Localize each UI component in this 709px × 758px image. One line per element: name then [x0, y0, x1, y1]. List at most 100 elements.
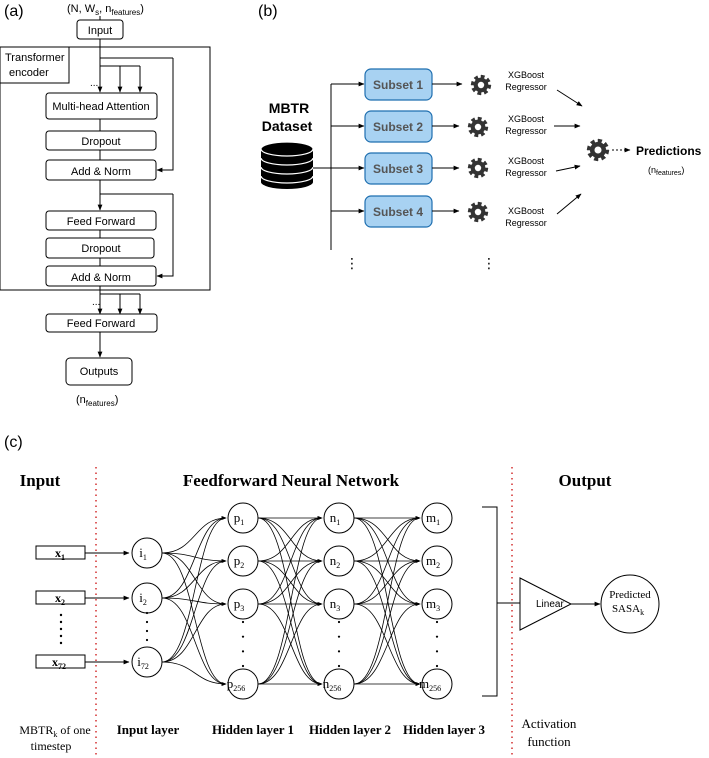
database-icon — [260, 141, 314, 189]
ffnn-edge — [161, 552, 227, 606]
ellipsis-dot — [337, 635, 341, 638]
ffnn-edge — [257, 516, 323, 685]
gear-icon — [586, 138, 610, 162]
neuron-label: m256 — [419, 676, 441, 693]
output-bracket — [482, 506, 498, 697]
dropout-1-label: Dropout — [81, 136, 120, 148]
residual-2 — [156, 194, 174, 279]
activation-caption-line2: function — [527, 734, 571, 749]
ellipsis-dot — [337, 650, 341, 653]
hidden-layer-1-caption: Hidden layer 1 — [212, 722, 294, 737]
ffnn-edge — [257, 516, 323, 605]
dropout-2-label: Dropout — [81, 243, 120, 255]
ffnn-edge — [161, 661, 227, 686]
panel-c: (c) Input Feedforward Neural Network Out… — [4, 434, 660, 758]
panel-a-label: (a) — [4, 3, 24, 20]
neuron-label: n3 — [330, 596, 341, 613]
outputs-label: Outputs — [80, 366, 119, 378]
ellipsis-dot — [145, 611, 149, 615]
addnorm-1-box — [45, 159, 157, 181]
ellipsis-dot — [145, 620, 149, 624]
header-ffnn: Feedforward Neural Network — [183, 471, 400, 490]
subset-4-label: Subset 4 — [373, 205, 423, 219]
ffnn-edge — [161, 597, 227, 686]
predicted-line2: SASAk — [612, 603, 644, 617]
neuron-label: i2 — [139, 590, 147, 607]
ffnn-edge — [161, 552, 227, 686]
ellipsis-dot — [337, 620, 341, 624]
mbtr-caption-line1: MBTRk of one — [19, 723, 90, 739]
regressor-3-to-ensemble — [555, 164, 581, 172]
regressor-3-line2: Regressor — [505, 168, 547, 178]
regressor-3-line1: XGBoost — [508, 156, 545, 166]
ff2-box — [45, 313, 158, 333]
ffnn-edge — [161, 602, 227, 663]
ellipsis-dot — [435, 635, 439, 638]
ffnn-edge — [353, 516, 421, 562]
encoder-title-line2: encoder — [9, 67, 49, 79]
panel-b-label: (b) — [258, 3, 278, 20]
input-x72-label: x72 — [52, 655, 66, 671]
activation-caption-line1: Activation — [522, 716, 577, 731]
linear-activation-triangle — [519, 577, 573, 631]
ffnn-edge — [161, 516, 227, 599]
neuron — [131, 646, 163, 678]
neuron-label: n2 — [330, 553, 341, 570]
neuron — [131, 537, 163, 569]
panel-c-label: (c) — [4, 434, 23, 451]
neuron — [131, 582, 163, 614]
neuron — [421, 588, 453, 620]
ff1-label: Feed Forward — [67, 216, 135, 228]
neuron-label: p2 — [234, 553, 245, 570]
gear-icon — [467, 157, 489, 179]
header-input: Input — [20, 471, 61, 490]
ffnn-edge — [161, 597, 227, 606]
ffnn-edge — [257, 603, 323, 686]
dataset-label-line1: MBTR — [269, 100, 309, 116]
encoder-title-box — [0, 46, 70, 84]
input-label: Input — [88, 25, 112, 37]
regressor-1-line2: Regressor — [505, 82, 547, 92]
ffnn-edge — [161, 559, 227, 599]
ffnn-edge — [353, 560, 421, 686]
input-ellipsis — [59, 613, 63, 645]
subset-2: Subset 2 — [364, 110, 433, 143]
neuron-label: m1 — [426, 510, 440, 527]
transformer-encoder-frame — [0, 46, 211, 291]
neuron — [227, 502, 259, 534]
mha-box — [45, 92, 158, 120]
ffnn-edge — [353, 559, 421, 605]
gear-more-dots: ⋮ — [482, 255, 496, 271]
neuron — [421, 545, 453, 577]
ffnn-edge — [257, 560, 323, 686]
ellipsis-dot — [241, 620, 245, 624]
ffnn-edge — [257, 516, 323, 562]
input-x1-label: x1 — [55, 546, 65, 562]
mha-label: Multi-head Attention — [52, 101, 149, 113]
addnorm-1-label: Add & Norm — [71, 166, 131, 178]
ffnn-edge — [353, 559, 421, 685]
input-x2-label: x2 — [55, 591, 65, 607]
neuron-label: n256 — [323, 676, 342, 693]
ffnn-edge — [257, 559, 323, 605]
dataset-label-line2: Dataset — [262, 118, 313, 134]
ff2-label: Feed Forward — [67, 318, 135, 330]
subset-1-label: Subset 1 — [373, 78, 423, 92]
neuron — [227, 588, 259, 620]
input-x72: x72 — [35, 654, 86, 671]
mbtr-caption-line2: timestep — [31, 739, 72, 753]
neuron — [227, 545, 259, 577]
regressor-1-line1: XGBoost — [508, 70, 545, 80]
ffnn-edge — [161, 559, 227, 663]
subset-4: Subset 4 — [364, 195, 433, 228]
ellipsis-dot — [435, 664, 439, 668]
neuron-label: m2 — [426, 553, 440, 570]
linear-label: Linear — [536, 599, 564, 610]
addnorm-2-label: Add & Norm — [71, 272, 131, 284]
subset-3-label: Subset 3 — [373, 162, 423, 176]
ffnn-edge — [353, 602, 421, 685]
outputs-box — [65, 357, 133, 386]
